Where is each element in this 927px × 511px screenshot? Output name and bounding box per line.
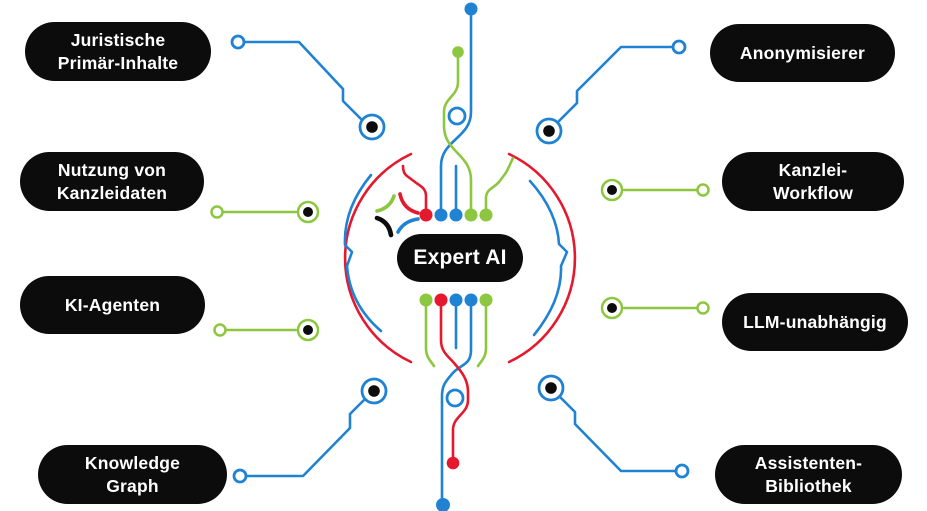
label-ki-agenten: KI-Agenten — [20, 276, 205, 334]
trace-right-green-1 — [600, 178, 710, 202]
circuit-node-icon — [600, 178, 624, 202]
center-label-expert-ai: Expert AI — [397, 234, 523, 282]
label-llm-unabhaengig: LLM-unabhängig — [722, 293, 908, 351]
trace-top-left — [230, 34, 386, 141]
open-terminal-circle-icon — [230, 34, 246, 50]
circuit-node-icon — [360, 377, 388, 405]
open-terminal-circle-icon — [447, 106, 467, 126]
top-weave — [401, 2, 515, 222]
open-terminal-circle-icon — [671, 39, 687, 55]
open-terminal-circle-icon — [696, 301, 710, 315]
trace-right-green-2 — [600, 296, 710, 320]
circuit-node-icon — [537, 374, 565, 402]
open-terminal-circle-icon — [210, 205, 224, 219]
label-anonymisierer: Anonymisierer — [710, 24, 895, 82]
bottom-weave — [419, 293, 493, 511]
red-ring — [343, 152, 577, 364]
trace-left-green-1 — [210, 200, 320, 224]
label-assistenten-bibliothek: Assistenten- Bibliothek — [715, 445, 902, 504]
circuit-node-icon — [535, 117, 563, 145]
open-terminal-circle-icon — [232, 468, 248, 484]
trace-top-right — [535, 39, 687, 145]
open-terminal-circle-icon — [696, 183, 710, 197]
label-nutzung-von-kanzleidaten: Nutzung von Kanzleidaten — [20, 152, 204, 211]
circuit-node-icon — [600, 296, 624, 320]
label-juristische-primaer-inhalte: Juristische Primär-Inhalte — [25, 22, 211, 81]
label-knowledge-graph: Knowledge Graph — [38, 445, 227, 504]
sparkle-icon — [374, 192, 420, 238]
open-terminal-circle-icon — [213, 323, 227, 337]
circuit-node-icon — [358, 113, 386, 141]
label-kanzlei-workflow: Kanzlei- Workflow — [722, 152, 904, 211]
open-terminal-circle-icon — [674, 463, 690, 479]
trace-left-green-2 — [213, 318, 320, 342]
trace-bottom-right — [537, 374, 690, 479]
circuit-node-icon — [296, 318, 320, 342]
inner-blue-arcs — [343, 173, 569, 337]
trace-bottom-left — [232, 377, 388, 484]
circuit-node-icon — [296, 200, 320, 224]
open-terminal-circle-icon — [445, 388, 465, 408]
